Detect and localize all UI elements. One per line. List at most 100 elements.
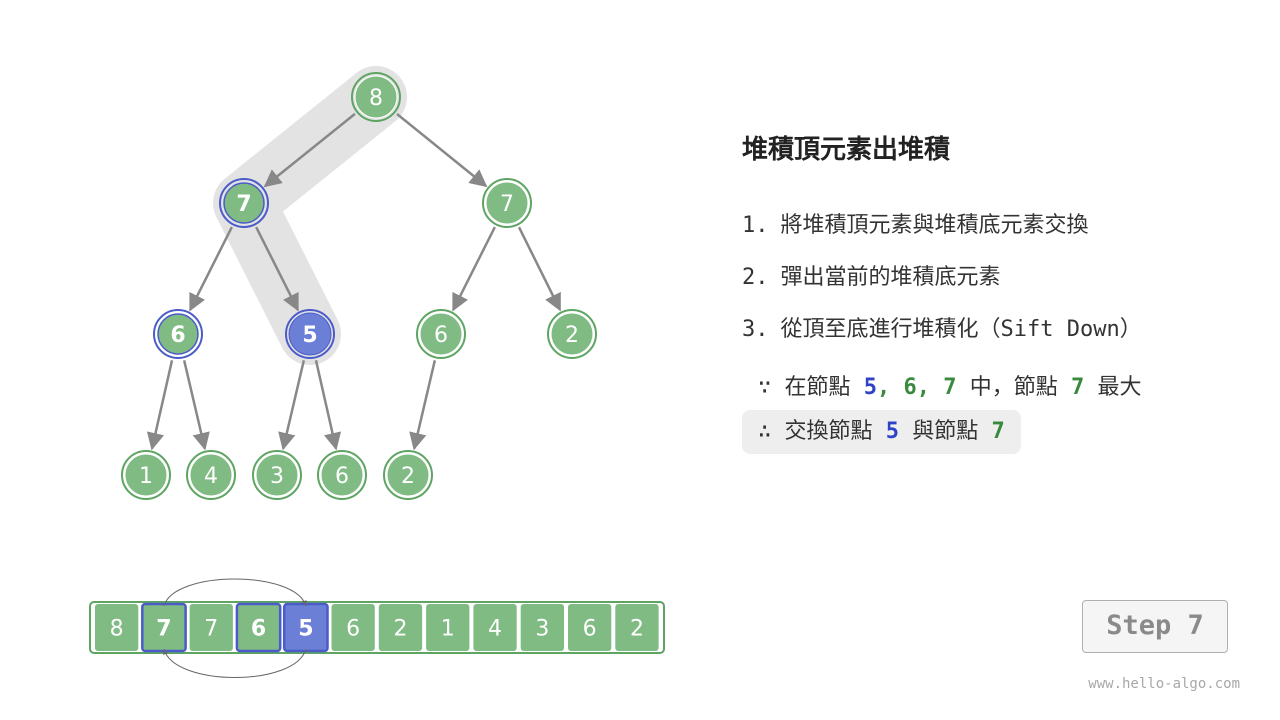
node-value: 6 [434, 323, 448, 348]
because-symbol: ∵ [758, 375, 772, 400]
value-5: 5 [885, 419, 900, 444]
therefore-middle: 與節點 [912, 419, 979, 444]
node-outer-ring [351, 72, 401, 122]
node-outer-ring [482, 178, 532, 228]
node-value: 2 [565, 323, 579, 348]
node-highlight-ring [153, 309, 203, 359]
swap-arc-bottom [163, 648, 307, 678]
tree-edge [146, 360, 174, 451]
array-cell-box [568, 604, 612, 651]
because-suffix: 最大 [1097, 375, 1142, 400]
array-cell-box [473, 604, 517, 651]
node-outer-ring [416, 309, 466, 359]
separator: , [877, 375, 891, 400]
node-outer-ring [317, 450, 367, 500]
node-circle [485, 181, 529, 225]
tree-node: 3 [252, 450, 302, 500]
tree-edges [146, 112, 562, 451]
array-cell-box [189, 604, 233, 651]
because-middle: 中，節點 [969, 375, 1058, 400]
tree-node: 8 [351, 72, 401, 122]
node-value: 7 [236, 192, 251, 217]
array-cell-value: 1 [441, 617, 455, 642]
node-circle [255, 453, 299, 497]
tree-edge [409, 360, 437, 451]
array-cell-box [331, 604, 375, 651]
array-cell: 1 [426, 604, 470, 651]
array-cell-box [235, 602, 282, 653]
tree-node: 6 [416, 309, 466, 359]
array-cell-value: 7 [204, 617, 218, 642]
tree-node: 6 [153, 309, 203, 359]
step-item-2: 2.彈出當前的堆積底元素 [742, 262, 1001, 294]
node-outer-ring [186, 450, 236, 500]
array-cell: 6 [331, 604, 375, 651]
tree-edge [517, 226, 562, 312]
tree-edge [452, 226, 496, 312]
array-cell-box [95, 604, 139, 651]
node-value: 6 [170, 323, 185, 348]
step-text: 將堆積頂元素與堆積底元素交換 [780, 213, 1089, 238]
node-outer-ring [252, 450, 302, 500]
node-value: 1 [139, 464, 153, 489]
array-cell: 8 [95, 604, 139, 651]
array-outline [89, 601, 665, 654]
node-circle [124, 453, 168, 497]
step-number: 3. [742, 317, 769, 342]
array-cell-box [520, 604, 564, 651]
watermark: www.hello-algo.com [1088, 676, 1240, 692]
array-cell: 4 [473, 604, 517, 651]
array-cell: 2 [615, 604, 659, 651]
value-5: 5 [863, 375, 878, 400]
swap-arc-top [163, 578, 307, 607]
array-cell: 7 [189, 604, 233, 651]
node-highlight-ring [219, 178, 269, 228]
tree-node: 1 [121, 450, 171, 500]
step-item-1: 1.將堆積頂元素與堆積底元素交換 [742, 210, 1089, 242]
tree-node: 2 [383, 450, 433, 500]
array-cell: 6 [568, 604, 612, 651]
array-cell-value: 2 [393, 617, 407, 642]
node-outer-ring [383, 450, 433, 500]
array-cell-value: 5 [298, 617, 313, 642]
array-cell-value: 4 [488, 617, 502, 642]
array-cell-value: 6 [583, 617, 597, 642]
node-circle [320, 453, 364, 497]
tree-node: 2 [547, 309, 597, 359]
value-7: 7 [943, 375, 957, 400]
node-value: 5 [302, 323, 317, 348]
array-cell: 5 [282, 602, 329, 653]
separator: , [916, 375, 931, 400]
node-circle [223, 182, 265, 224]
node-value: 7 [500, 192, 514, 217]
node-circle [386, 453, 430, 497]
tree-node: 7 [482, 178, 532, 228]
node-circle [550, 312, 594, 356]
node-circle [189, 453, 233, 497]
value-7: 7 [991, 419, 1005, 444]
because-line: ∵ 在節點 5, 6, 7 中，節點 7 最大 [742, 366, 1158, 410]
node-value: 6 [335, 464, 349, 489]
tree-edge [255, 226, 299, 312]
array-cell: 2 [378, 604, 423, 651]
node-highlight-ring [285, 309, 335, 359]
tree-edge [263, 112, 356, 188]
array-cell: 7 [141, 602, 187, 653]
array-cell-box [378, 604, 423, 651]
array-cell-value: 2 [630, 617, 644, 642]
step-number: 2. [742, 265, 769, 290]
node-value: 3 [270, 464, 284, 489]
explanation-panel: 堆積頂元素出堆積 1.將堆積頂元素與堆積底元素交換 2.彈出當前的堆積底元素 3… [742, 130, 1262, 454]
therefore-prefix: 交換節點 [784, 419, 873, 444]
node-circle [157, 313, 199, 355]
step-text: 從頂至底進行堆積化（Sift Down） [780, 317, 1142, 342]
array-cell-box [426, 604, 470, 651]
node-outer-ring [121, 450, 171, 500]
node-circle [419, 312, 463, 356]
node-value: 2 [401, 464, 415, 489]
value-max: 7 [1071, 375, 1085, 400]
tree-node: 7 [219, 178, 269, 228]
